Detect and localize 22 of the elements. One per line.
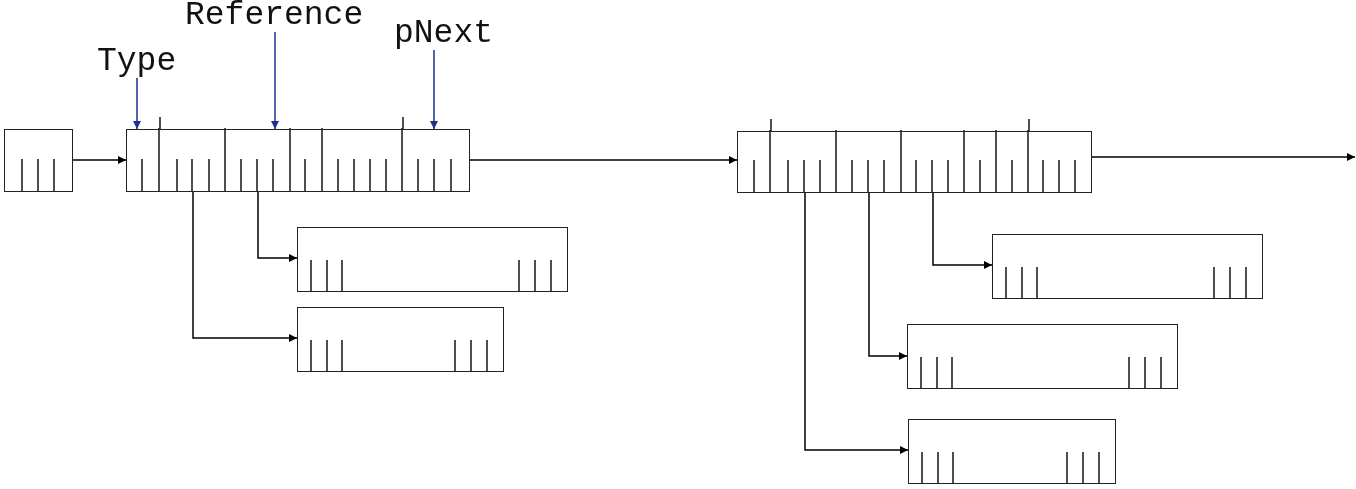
- leader-line: [430, 49, 438, 130]
- data-block: [907, 324, 1178, 389]
- arrow: [804, 192, 909, 454]
- arrow: [72, 156, 127, 164]
- record-box: [126, 129, 470, 192]
- data-block: [297, 307, 504, 372]
- data-block: [992, 234, 1263, 299]
- field-label: pNext: [394, 18, 494, 50]
- leader-line: [133, 77, 141, 130]
- leader-line: [271, 31, 279, 130]
- record-box: [737, 131, 1092, 193]
- field-label: Reference: [185, 0, 365, 32]
- field-label: Type: [97, 46, 179, 78]
- data-block: [297, 227, 568, 292]
- arrow: [192, 191, 298, 342]
- arrow: [469, 156, 738, 164]
- arrow: [257, 191, 298, 262]
- record-box: [4, 129, 73, 192]
- arrow: [1091, 153, 1356, 161]
- arrow: [868, 192, 908, 360]
- arrow: [932, 192, 993, 269]
- data-block: [908, 419, 1116, 484]
